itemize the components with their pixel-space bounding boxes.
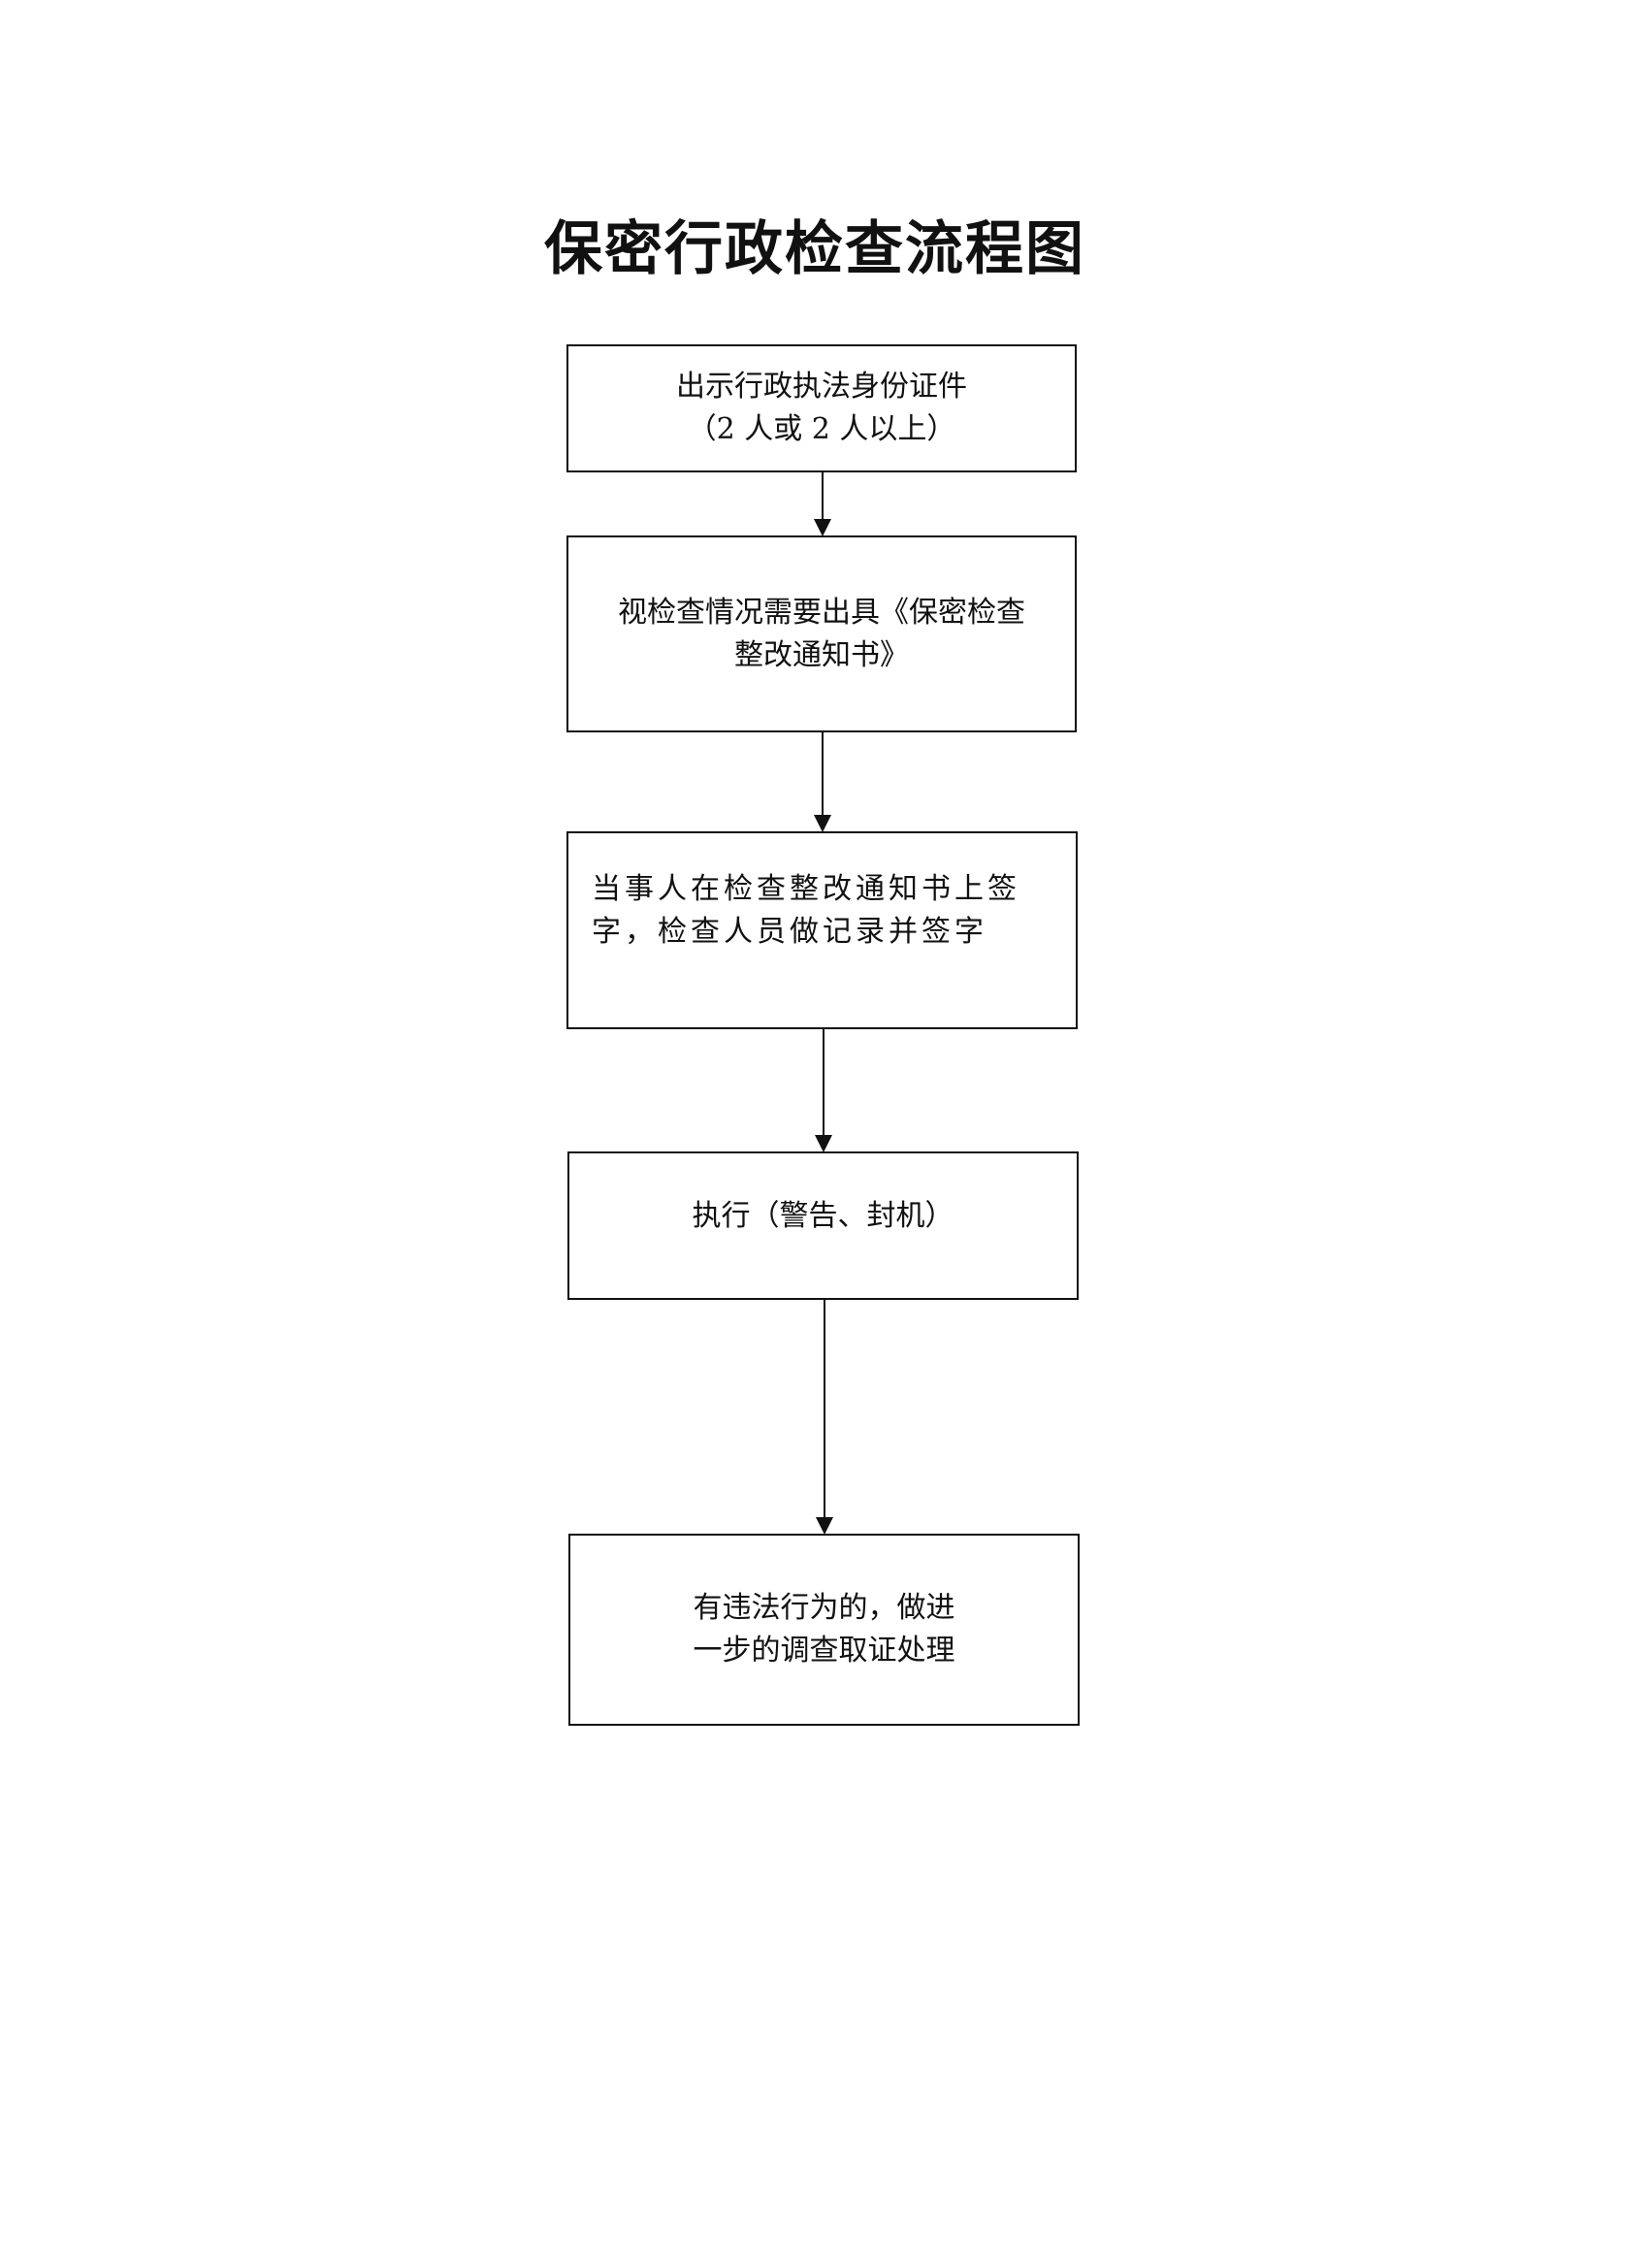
title-text: 保密行政检查流程图: [544, 215, 1085, 283]
step-2-box: 视检查情况需要出具《保密检查整改通知书》: [566, 535, 1077, 732]
page-title: 保密行政检查流程图: [0, 202, 1649, 286]
step-2-line-2: 整改通知书》: [734, 637, 909, 672]
arrowhead-3-4: [815, 1135, 832, 1152]
arrowhead-2-3: [814, 815, 831, 832]
arrow-4-5: [824, 1300, 825, 1519]
step-2-line-1: 视检查情况需要出具《保密检查: [618, 595, 1025, 630]
arrowhead-1-2: [814, 519, 831, 536]
arrow-3-4: [823, 1029, 824, 1136]
step-5-box: 有违法行为的，做进一步的调查取证处理: [568, 1534, 1080, 1726]
step-4-line-1: 执行（警告、封机）: [692, 1198, 954, 1233]
step-5-line-2: 一步的调查取证处理: [693, 1634, 955, 1668]
arrow-2-3: [822, 732, 824, 816]
step-1-line-2: （2 人或 2 人以上）: [687, 412, 956, 446]
arrowhead-4-5: [816, 1517, 833, 1535]
step-1-box: 出示行政执法身份证件 （2 人或 2 人以上）: [566, 344, 1077, 472]
step-4-box: 执行（警告、封机）: [567, 1151, 1079, 1300]
step-3-line-1: 当事人在检查整改通知书上签: [592, 872, 1020, 906]
step-3-line-2: 字，检查人员做记录并签字: [592, 915, 987, 949]
step-3-box: 当事人在检查整改通知书上签字，检查人员做记录并签字: [566, 831, 1078, 1029]
arrow-1-2: [822, 472, 824, 521]
step-1-line-1: 出示行政执法身份证件: [676, 370, 967, 404]
step-5-line-1: 有违法行为的，做进: [693, 1591, 955, 1625]
